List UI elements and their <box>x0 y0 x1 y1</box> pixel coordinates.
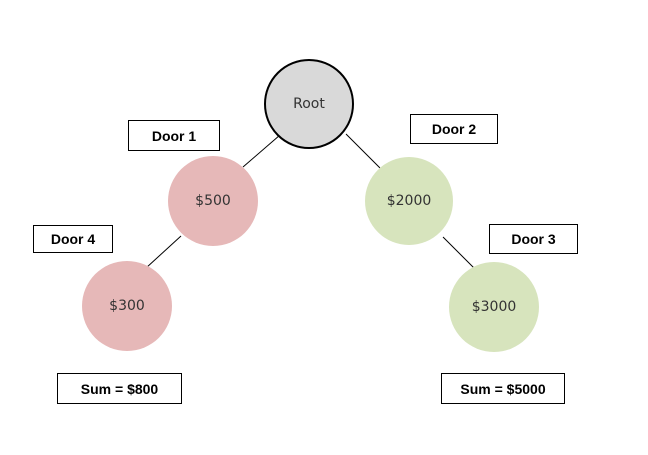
node-500: $500 <box>168 156 258 246</box>
node-300-circle <box>82 261 172 351</box>
node-3000: $3000 <box>449 262 539 352</box>
node-2000-circle <box>365 157 453 245</box>
edge-root-door1 <box>242 134 281 168</box>
node-root-circle <box>264 59 354 149</box>
door-3-label-box: Door 3 <box>489 224 578 254</box>
edge-door2-door3 <box>442 236 475 269</box>
node-2000-label: $2000 <box>387 193 432 209</box>
node-3000-circle <box>449 262 539 352</box>
node-root-label: Root <box>293 96 325 112</box>
node-root: Root <box>264 59 354 149</box>
door-4-label-box: Door 4 <box>33 225 113 253</box>
edge-root-door2 <box>345 133 381 169</box>
node-300-label: $300 <box>109 298 145 314</box>
edge-door1-door4 <box>145 235 182 269</box>
node-500-label: $500 <box>195 193 231 209</box>
node-300: $300 <box>82 261 172 351</box>
node-500-circle <box>168 156 258 246</box>
node-3000-label: $3000 <box>472 299 517 315</box>
sum-right-box: Sum = $5000 <box>441 373 565 404</box>
node-2000: $2000 <box>365 157 453 245</box>
door-2-label-box: Door 2 <box>410 114 498 144</box>
sum-left-box: Sum = $800 <box>57 373 182 404</box>
door-1-label-box: Door 1 <box>128 120 220 151</box>
